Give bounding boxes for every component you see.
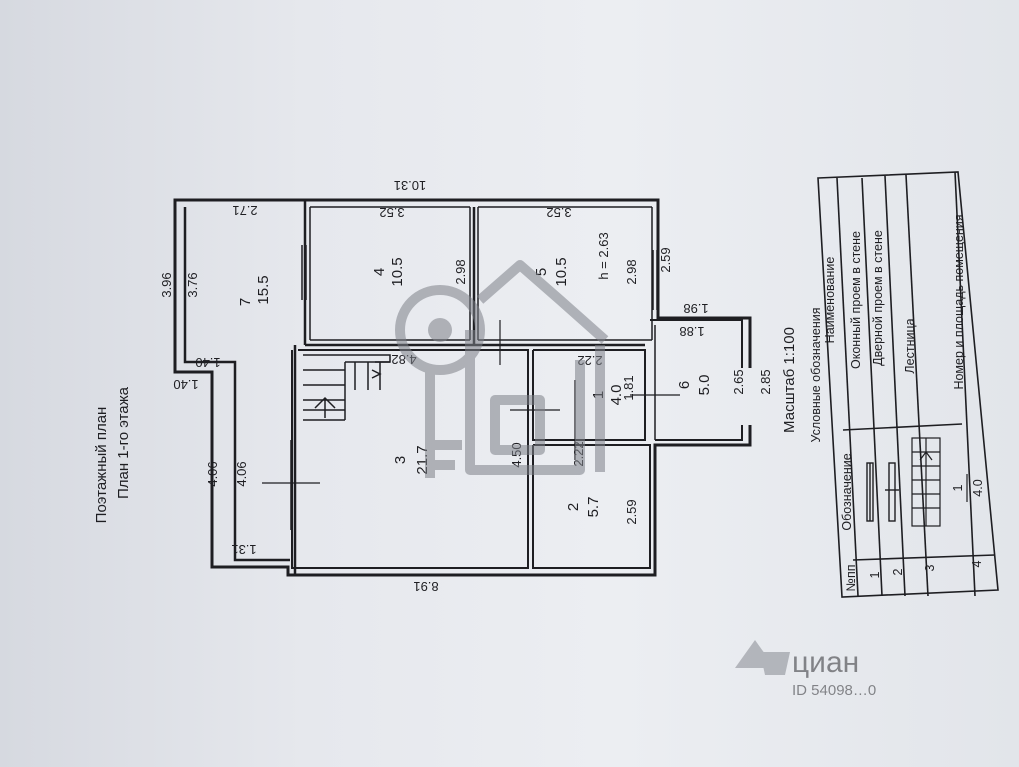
dim-room5-top: 3.52 — [546, 205, 571, 220]
room-5: 5 10.5 — [533, 257, 570, 286]
scale-label: Масштаб 1:100 — [781, 327, 798, 433]
room-number: 2 — [565, 503, 582, 511]
cian-logo-icon — [735, 640, 790, 675]
plan-walls — [173, 198, 752, 577]
row-sym-area: 4.0 — [971, 479, 985, 496]
dim-room2-2-59: 2.59 — [624, 499, 639, 524]
dim-porch-1-88: 1.88 — [679, 324, 704, 339]
dim-right-2-59: 2.59 — [658, 247, 673, 272]
room-number: 5 — [533, 268, 550, 276]
dim-left-3-96: 3.96 — [159, 272, 174, 297]
dim-porch-1-98: 1.98 — [683, 301, 708, 316]
dim-step-1-40-b: 1.40 — [195, 355, 220, 370]
room-area: 10.5 — [553, 257, 570, 286]
row-num: 3 — [923, 564, 937, 571]
cian-watermark: циан ID 54098…0 — [735, 640, 876, 699]
legend-row-2: 2 Дверной проем в стене — [871, 230, 905, 575]
plan-title-2: План 1-го этажа — [115, 386, 132, 499]
room-6: 6 5.0 — [676, 375, 713, 396]
room-area: 4.0 — [608, 385, 625, 406]
window-symbol-icon — [866, 462, 874, 522]
row-name: Оконный проем в стене — [849, 231, 863, 369]
room-area: 15.5 — [255, 275, 272, 304]
cian-brand: циан — [792, 646, 859, 679]
col-symbol: Обозначение — [840, 453, 854, 530]
room-7: 7 15.5 — [237, 275, 272, 306]
row-sym-number: 1 — [951, 484, 965, 491]
dim-total-top: 10.31 — [394, 178, 427, 193]
dim-room7-3-76: 3.76 — [185, 272, 200, 297]
row-num: 1 — [868, 571, 882, 578]
dim-bottom-1-31: 1.31 — [231, 542, 256, 557]
dim-room5-side: 2.98 — [624, 259, 639, 284]
dim-left-4-06-b: 4.06 — [234, 461, 249, 486]
dim-total-bottom: 8.91 — [413, 579, 438, 594]
stairs-symbol-icon — [911, 437, 941, 527]
legend-row-3: 3 Лестница — [903, 318, 941, 571]
row-name: Лестница — [903, 318, 917, 373]
row-num: 2 — [891, 568, 905, 575]
room-area: 5.0 — [696, 375, 713, 396]
dim-left-4-06-a: 4.06 — [205, 461, 220, 486]
room-number: 4 — [371, 268, 388, 276]
room-number: 6 — [676, 381, 693, 389]
room-area: 5.7 — [585, 497, 602, 518]
row-num: 4 — [970, 560, 984, 567]
row-name: Дверной проем в стене — [871, 230, 885, 366]
dim-porch-2-85: 2.85 — [758, 369, 773, 394]
ceiling-height: h = 2.63 — [596, 232, 611, 279]
room-number: 3 — [392, 456, 409, 464]
room-2: 2 5.7 — [565, 497, 602, 518]
plan-windows — [290, 245, 658, 530]
legend-row-1: 1 Оконный проем в стене — [849, 231, 882, 579]
dim-room4-top: 3.52 — [379, 205, 404, 220]
legend-table: Условные обозначения №пп Обозначение Наи… — [809, 171, 999, 598]
row-name: Номер и площадь помещения — [952, 214, 966, 389]
house-key-watermark-icon — [395, 260, 609, 478]
room-4: 4 10.5 — [371, 257, 406, 286]
dim-porch-2-65: 2.65 — [731, 369, 746, 394]
room-number: 7 — [237, 298, 254, 306]
col-num: №пп — [844, 565, 858, 592]
cian-listing-id: ID 54098…0 — [792, 682, 876, 699]
legend-row-4: 4 1 4.0 Номер и площадь помещения — [951, 214, 985, 567]
dim-room4-side: 2.98 — [453, 259, 468, 284]
legend-heading: Условные обозначения — [809, 307, 823, 442]
dim-room1-1-81: 1.81 — [621, 375, 636, 400]
plan-title-1: Поэтажный план — [93, 407, 110, 524]
room-area: 10.5 — [389, 257, 406, 286]
stairs — [303, 354, 391, 421]
dim-step-1-40-a: 1.40 — [173, 377, 198, 392]
col-name: Наименование — [823, 257, 837, 344]
dim-room7-top: 2.71 — [232, 203, 257, 218]
door-symbol-icon — [885, 462, 899, 522]
